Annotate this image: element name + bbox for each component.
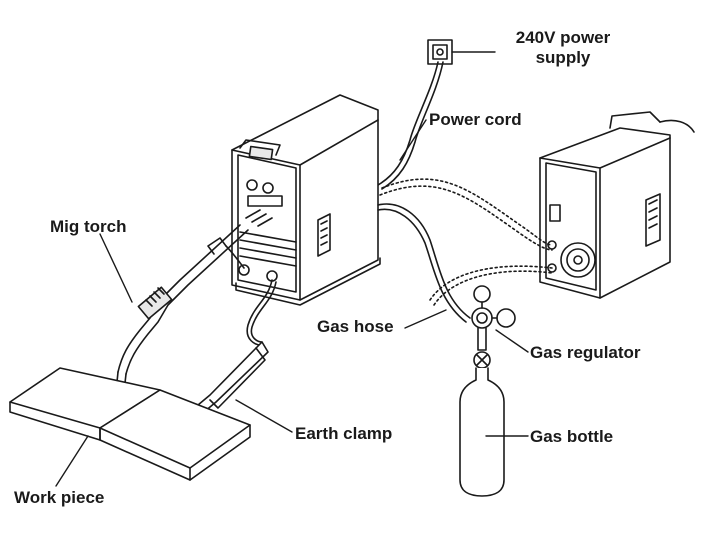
label-mig-torch: Mig torch: [50, 217, 127, 236]
welder-rear-unit: [539, 111, 695, 299]
label-gas-hose: Gas hose: [317, 317, 394, 336]
earth-clamp: [187, 341, 269, 413]
label-power-supply-line1: 240V power: [515, 28, 611, 47]
label-gas-regulator: Gas regulator: [530, 343, 641, 362]
earth-cable: [246, 279, 277, 346]
leader-lines: [55, 51, 529, 487]
label-work-piece: Work piece: [14, 488, 105, 507]
mig-welder-unit: [231, 94, 381, 306]
label-gas-bottle: Gas bottle: [530, 427, 614, 446]
power-outlet: [427, 39, 453, 65]
mig-torch: [115, 209, 273, 393]
internal-link-dashed: [379, 178, 553, 306]
gas-hose: [377, 203, 471, 323]
label-power-cord: Power cord: [429, 110, 522, 129]
power-cord: [377, 61, 444, 190]
gas-bottle: [459, 367, 505, 497]
label-earth-clamp: Earth clamp: [295, 424, 393, 443]
gas-regulator: [471, 285, 516, 369]
work-piece: [9, 367, 251, 481]
label-power-supply: 240V power supply: [498, 28, 628, 68]
label-power-supply-line2: supply: [535, 48, 591, 67]
